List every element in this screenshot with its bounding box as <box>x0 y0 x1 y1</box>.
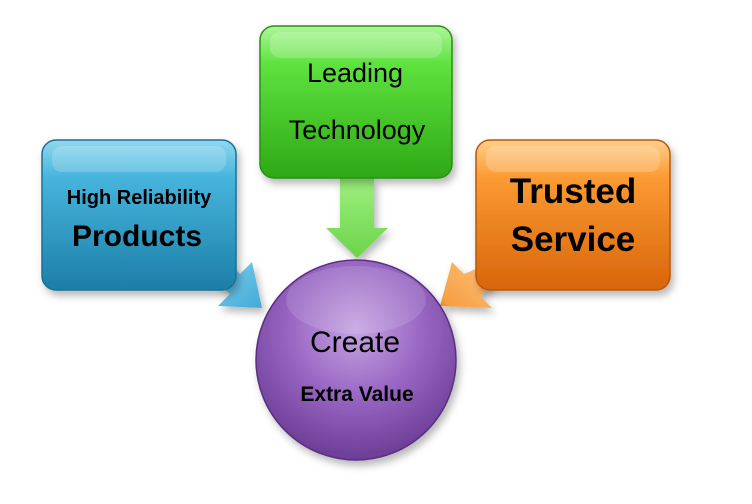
technology-label-line2: Technology <box>288 115 426 145</box>
service-label-line2: Service <box>510 220 636 259</box>
value-label-line1: Create <box>309 326 401 359</box>
node-technology-highlight <box>270 32 442 58</box>
node-service <box>475 139 671 291</box>
node-value-highlight <box>286 266 426 334</box>
node-value <box>255 259 457 461</box>
service-label-line1: Trusted <box>509 172 637 211</box>
reliability-label-line2: Products <box>71 220 203 253</box>
node-technology <box>259 25 453 179</box>
reliability-label-line1: High Reliability <box>66 187 212 209</box>
node-service-highlight <box>486 146 660 172</box>
node-reliability <box>41 139 237 291</box>
technology-label-line1: Leading <box>306 58 404 88</box>
node-reliability-highlight <box>52 146 226 172</box>
arrow-technology-to-value <box>326 178 388 258</box>
value-label-line2: Extra Value <box>300 383 414 406</box>
